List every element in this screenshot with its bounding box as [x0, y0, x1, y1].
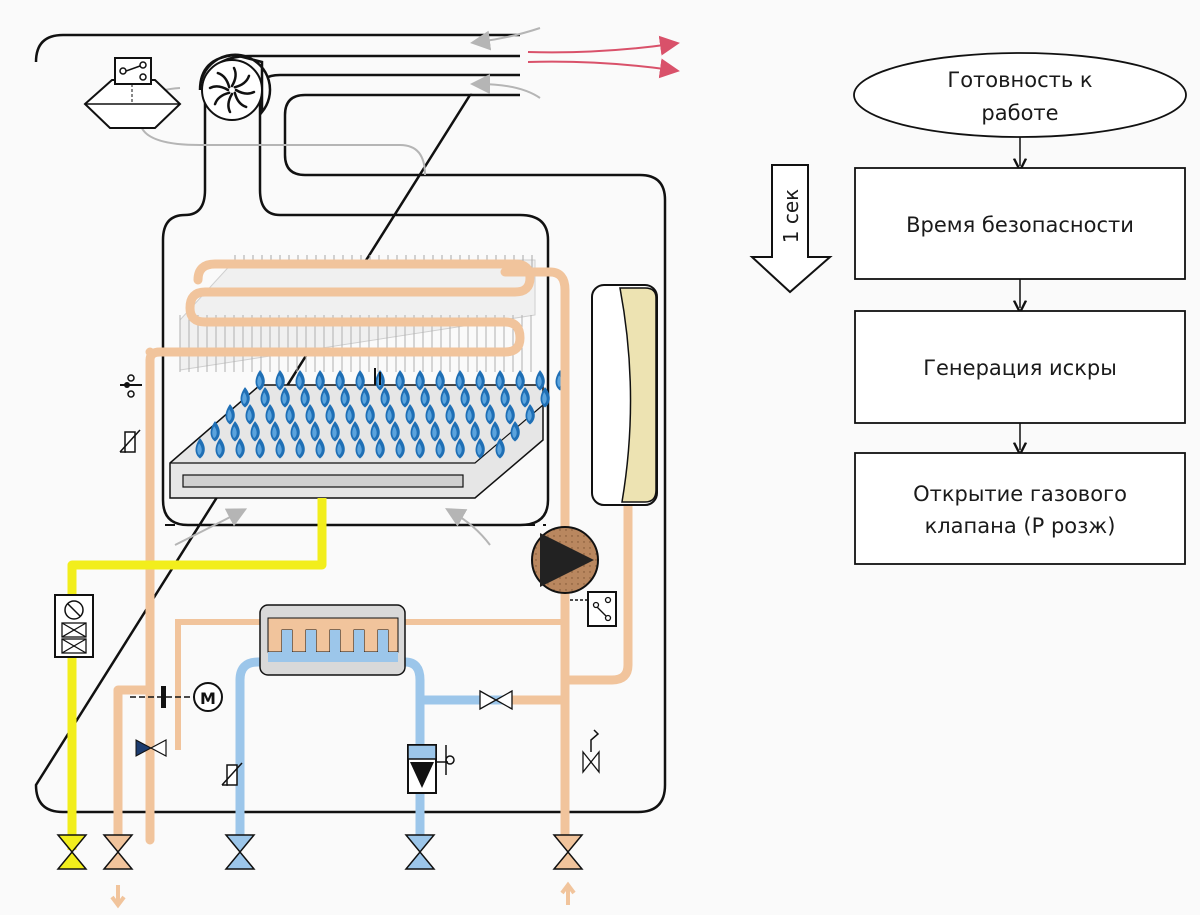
flowchart: Готовность к работе Время безопасности Г…: [749, 52, 1187, 565]
fan-icon: [198, 53, 272, 121]
connection-taps: [56, 834, 584, 870]
valve-icon: [56, 834, 88, 870]
thermostat-icon: [120, 374, 142, 398]
step-box: [854, 310, 1186, 424]
solenoid-valve-icon: [407, 744, 455, 794]
pressure-switch-icon: [83, 57, 182, 129]
air-intake-arrow: [174, 508, 248, 546]
three-way-valve: M: [130, 682, 223, 712]
heating-return-line: [175, 619, 565, 750]
air-duct: [138, 87, 426, 176]
heating-circuit: [113, 259, 633, 845]
step-box: [854, 452, 1186, 565]
valve-icon: [224, 834, 256, 870]
valve-icon: [404, 834, 436, 870]
safety-valve-icon: [582, 729, 600, 774]
step-1-label: Время безопасности: [906, 213, 1134, 237]
motor-icon: M: [193, 682, 223, 712]
step-2-label: Генерация искры: [923, 356, 1117, 380]
gas-valve-icon: [54, 594, 94, 658]
svg-text:M: M: [200, 689, 216, 708]
start-node-line1: Готовность к: [947, 68, 1092, 92]
valve-icon: [479, 689, 513, 711]
step-3-line2: клапана (Р розж): [925, 514, 1116, 538]
sensor-icon: [119, 429, 141, 453]
valve-icon: [102, 834, 134, 870]
air-intake-arrow: [470, 27, 541, 51]
pump-icon: [531, 526, 599, 594]
outlet-arrow: [110, 885, 126, 909]
dhw-circuit: [235, 657, 505, 840]
valve-icon: [135, 739, 167, 757]
exhaust-arrow: [527, 35, 680, 56]
exhaust-arrow: [527, 58, 680, 79]
plate-heat-exchanger: [259, 604, 406, 676]
start-node-line2: работе: [981, 101, 1058, 125]
step-3-line1: Открытие газового: [913, 482, 1127, 506]
gas-line: [67, 498, 327, 850]
electrode-icon: [374, 368, 381, 385]
air-intake-arrow: [445, 508, 491, 546]
valve-icon: [552, 834, 584, 870]
time-arrow: 1 сек: [749, 164, 833, 294]
air-intake-arrow: [470, 74, 541, 99]
burner: [169, 368, 565, 499]
boiler: M: [34, 27, 680, 909]
time-arrow-label: 1 сек: [779, 189, 803, 243]
expansion-vessel: [591, 284, 658, 506]
flow-switch-icon: [570, 591, 617, 627]
sensor-icon: [221, 762, 243, 786]
inlet-arrow: [560, 881, 576, 905]
